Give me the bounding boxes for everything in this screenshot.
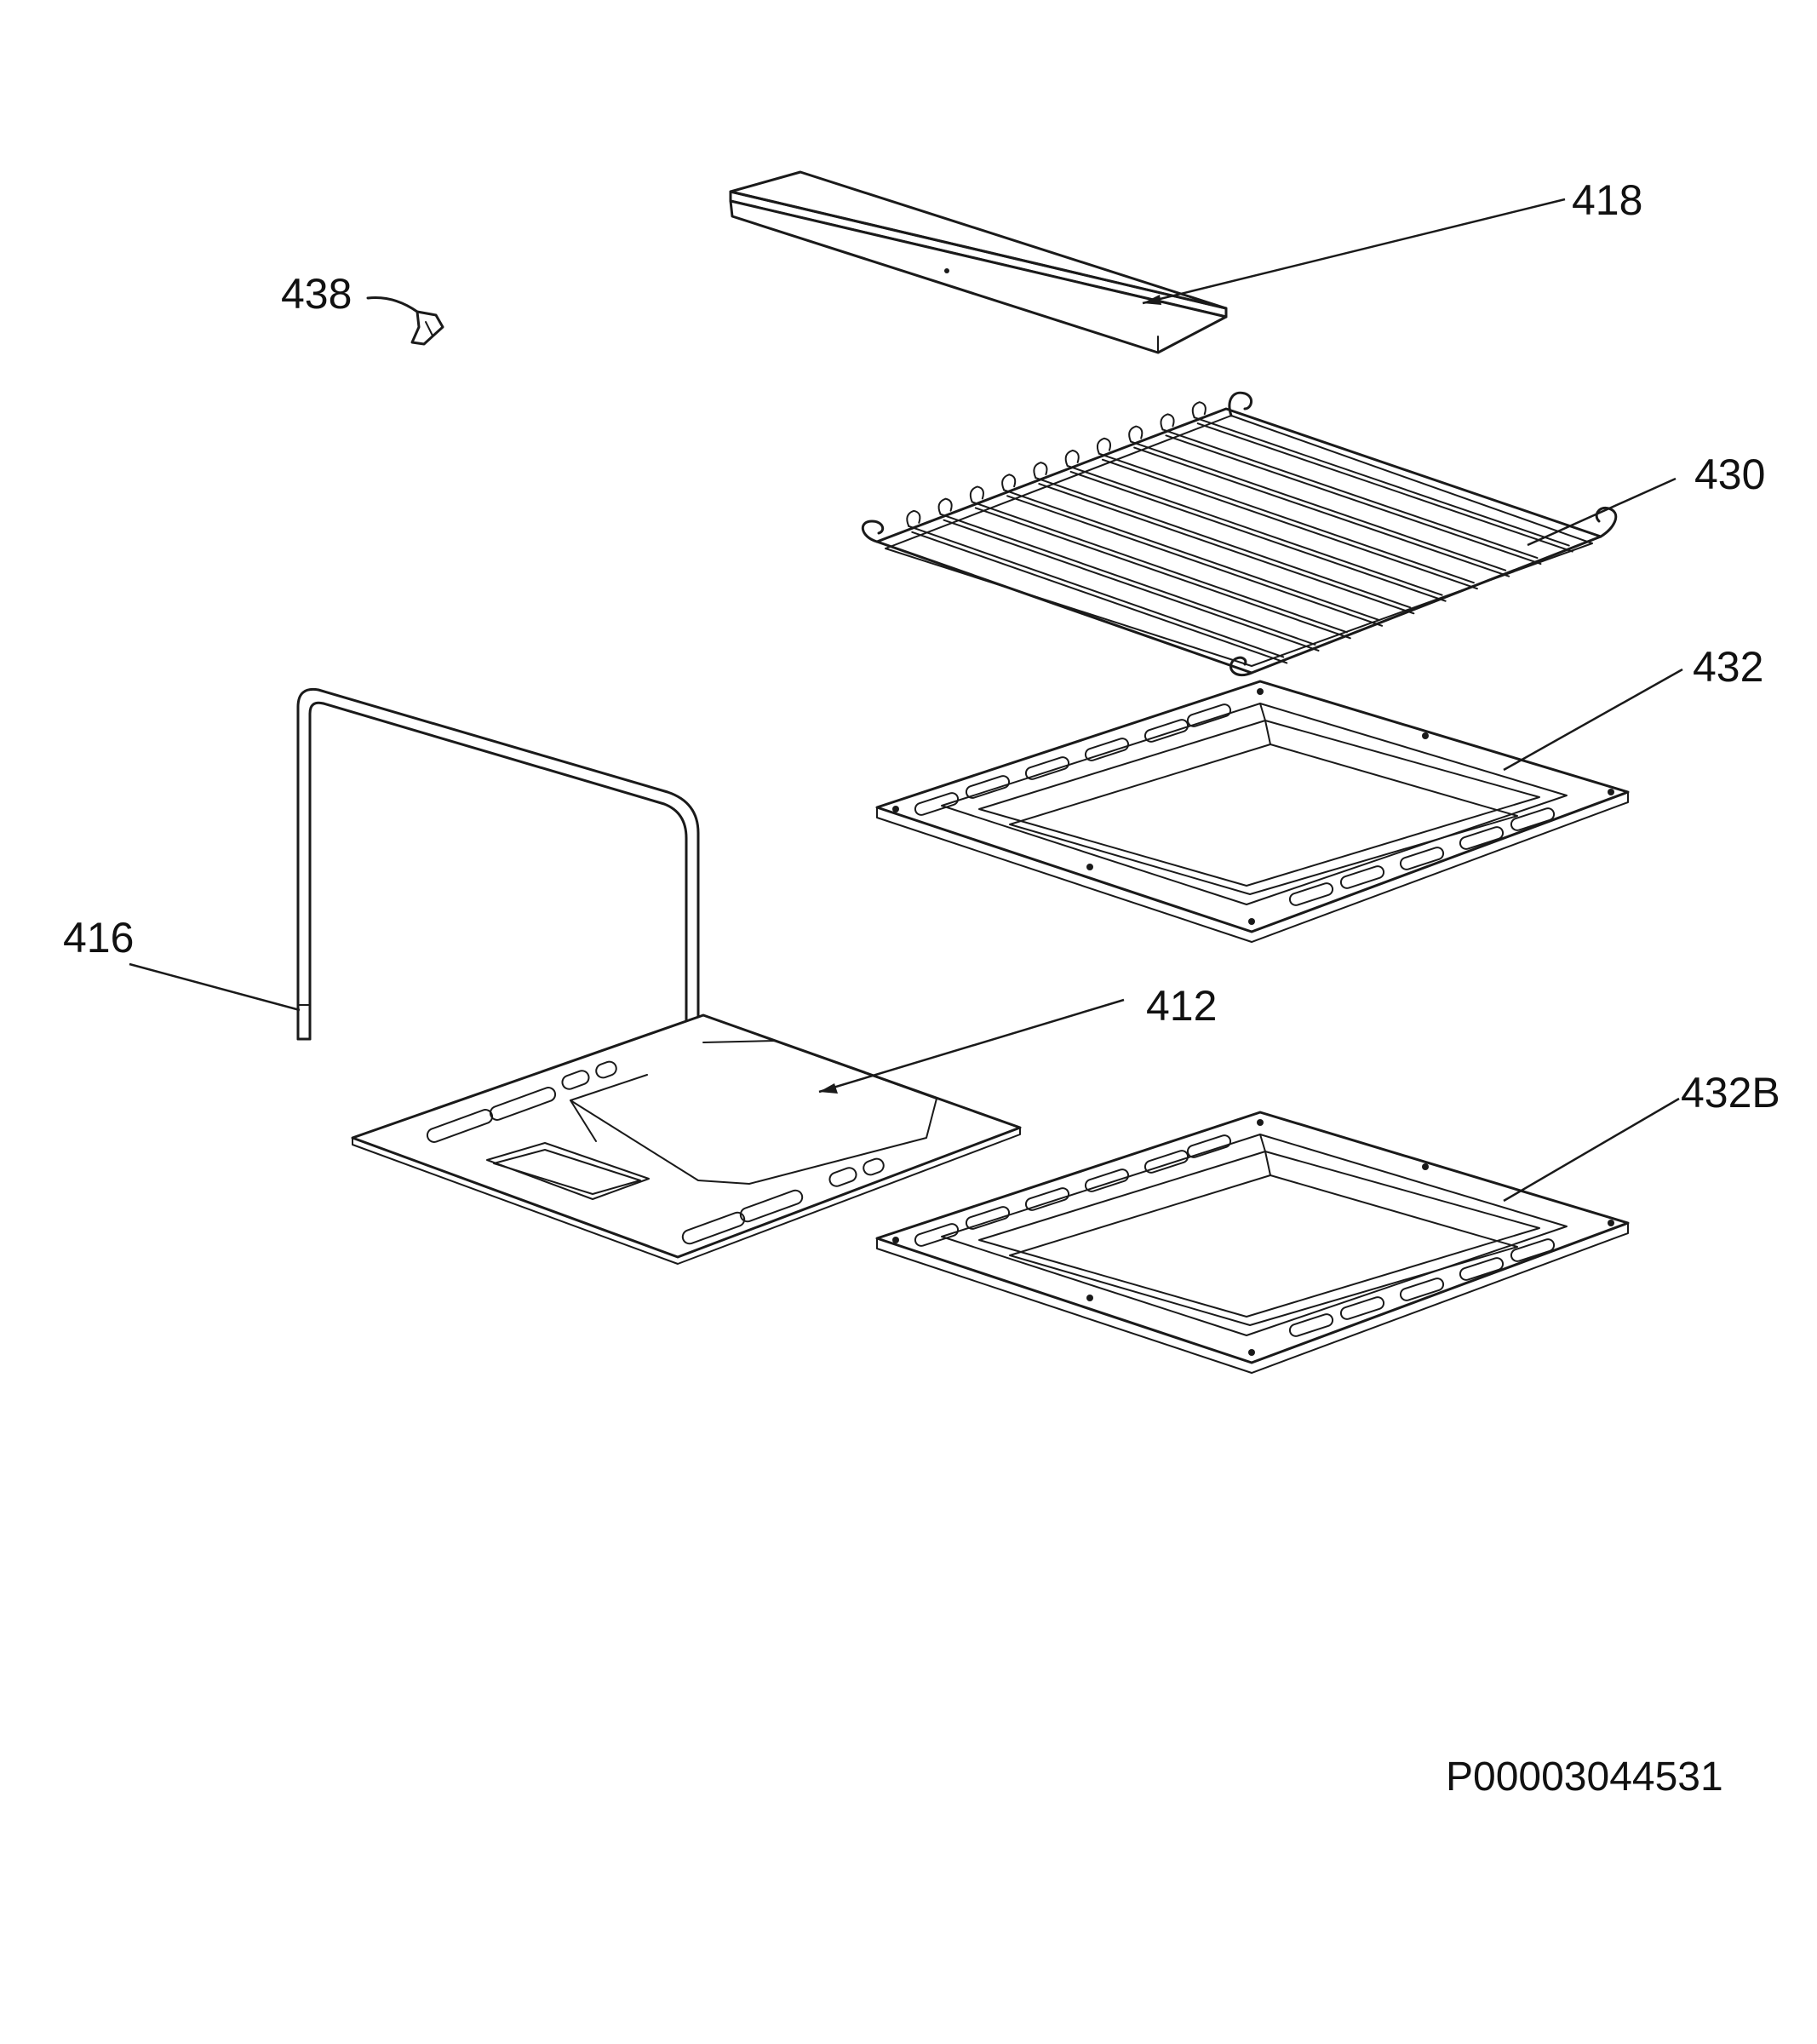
- part-416-heating-element: [296, 687, 700, 1168]
- callout-418: 418: [1572, 176, 1642, 224]
- part-430-wire-shelf: [862, 391, 1618, 677]
- leader-430: [1527, 477, 1677, 547]
- callout-432b: 432B: [1681, 1069, 1780, 1117]
- leader-418: [1142, 198, 1566, 305]
- callout-430: 430: [1694, 451, 1765, 498]
- part-418-trim-strip: [729, 170, 1228, 354]
- part-412-base-plate: [351, 1013, 1022, 1265]
- leader-432b: [1503, 1097, 1680, 1203]
- part-432b-tray: [875, 1111, 1630, 1374]
- document-id: P00003044531: [1446, 1754, 1723, 1800]
- callout-432: 432: [1693, 643, 1763, 691]
- leader-412: [818, 998, 1125, 1094]
- leader-432: [1503, 668, 1683, 772]
- callout-416: 416: [63, 914, 134, 962]
- callout-438: 438: [281, 270, 352, 318]
- part-438-clip: [366, 296, 444, 346]
- callout-412: 412: [1146, 982, 1217, 1030]
- part-432-tray: [875, 680, 1630, 943]
- leader-416: [129, 962, 301, 1012]
